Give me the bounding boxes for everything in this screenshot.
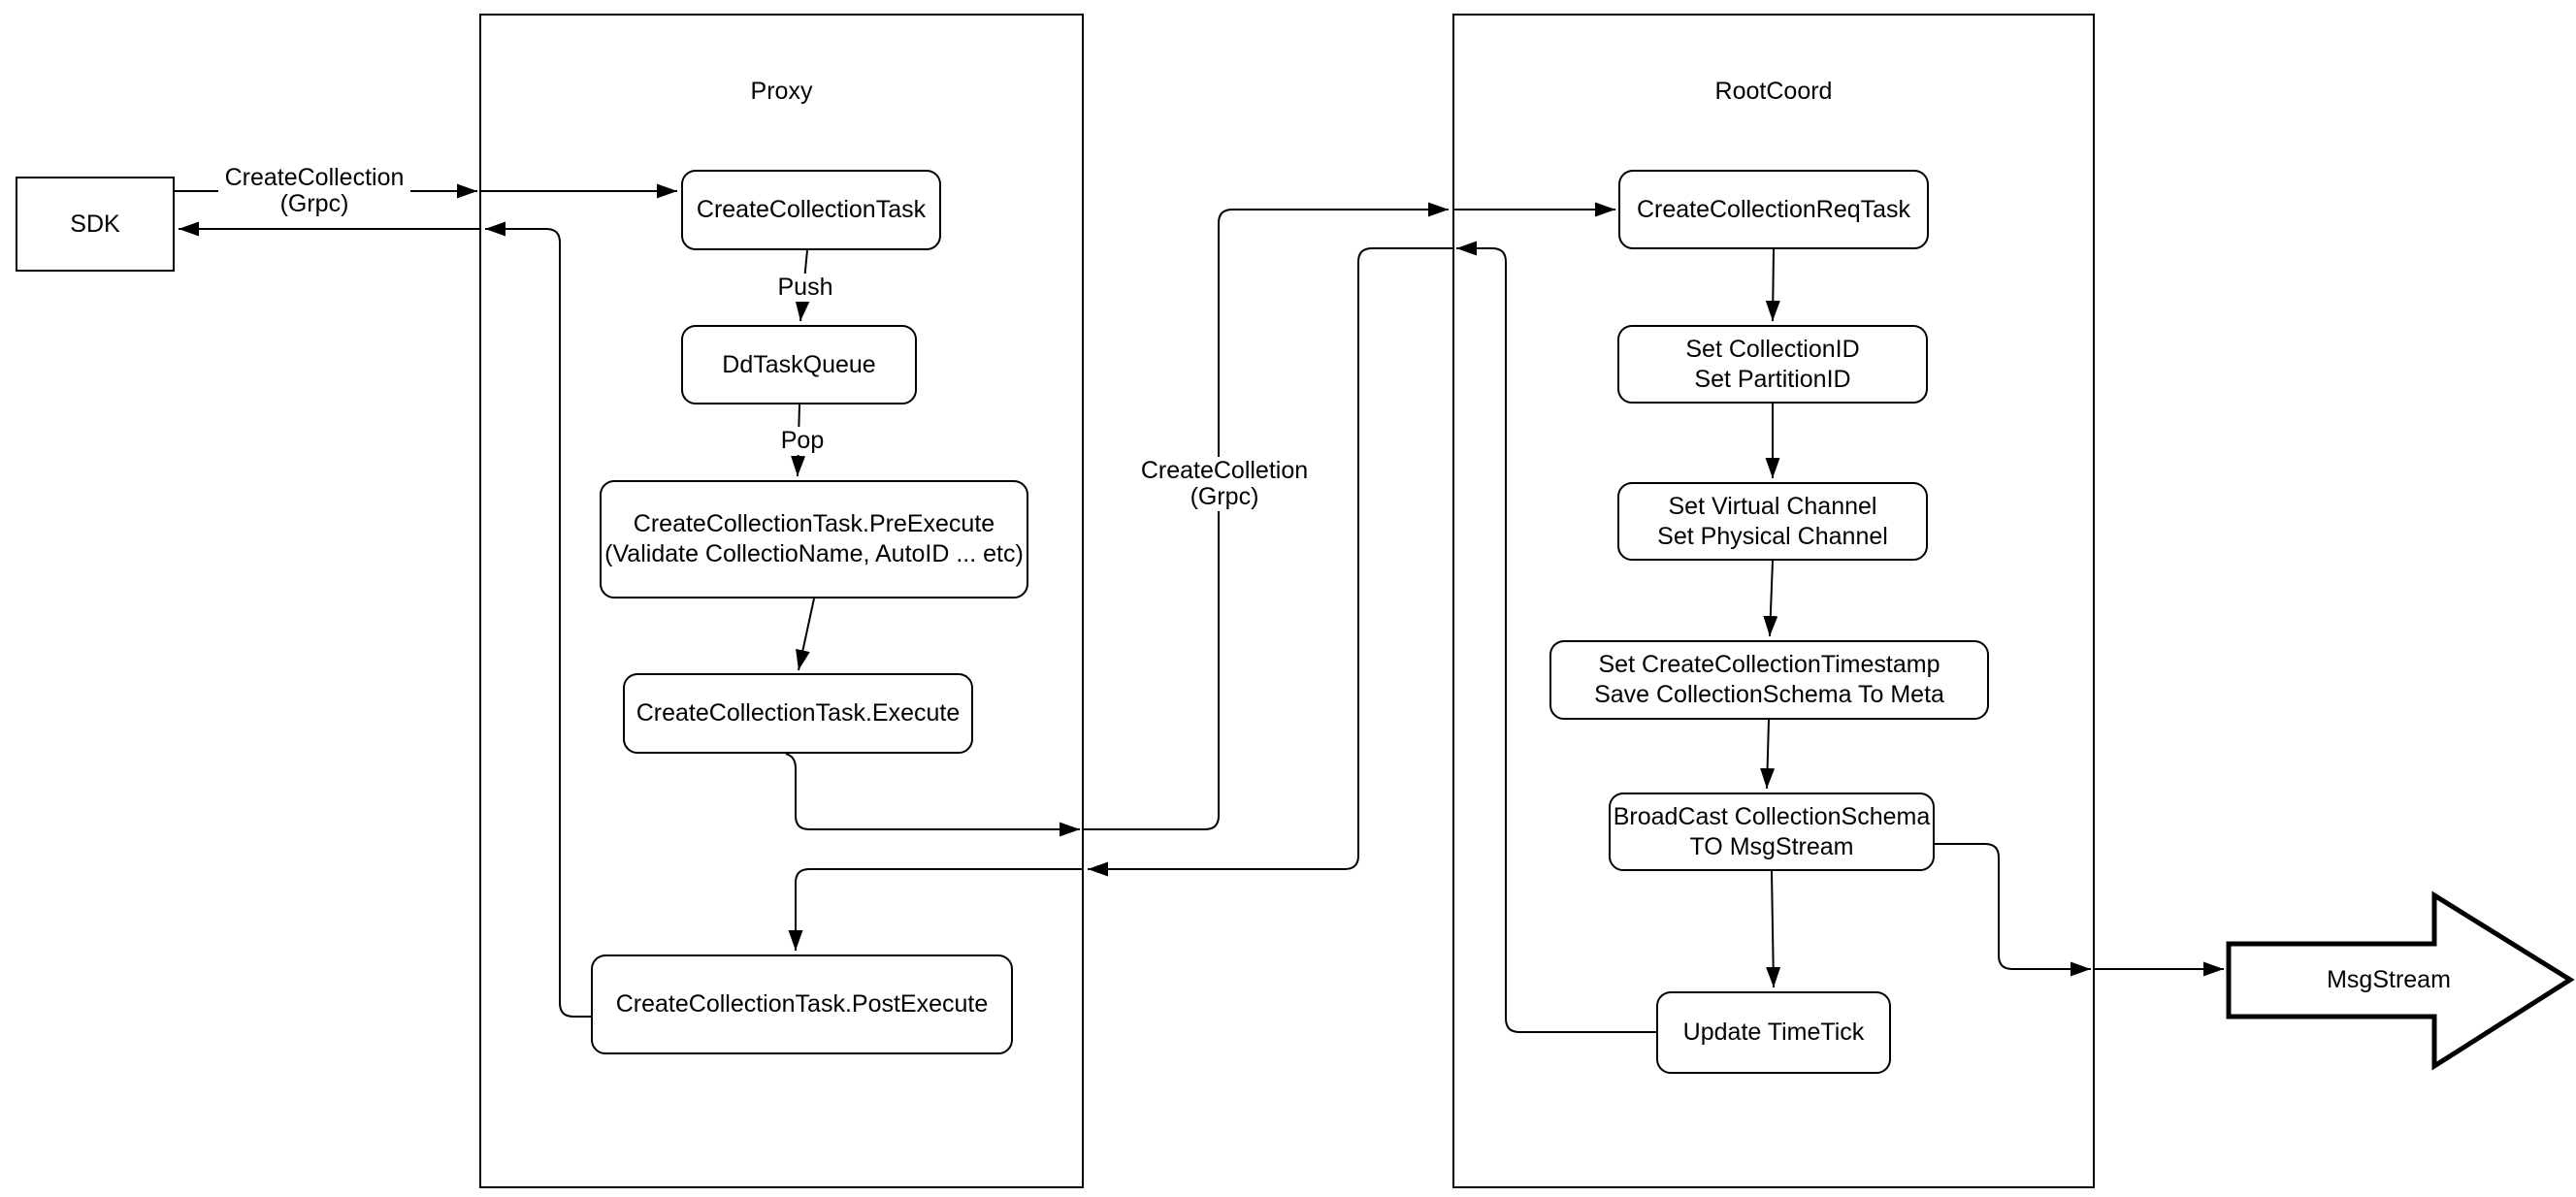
node-set-ids: Set CollectionID Set PartitionID (1617, 325, 1928, 404)
node-update-timetick: Update TimeTick (1656, 991, 1891, 1074)
node-sdk: SDK (16, 177, 175, 272)
edge-reqtask-to-setids (1765, 248, 1780, 322)
node-broadcast: BroadCast CollectionSchema TO MsgStream (1609, 793, 1935, 871)
label-push: Push (763, 274, 848, 302)
node-set-channels: Set Virtual Channel Set Physical Channel (1617, 482, 1928, 561)
node-set-timestamp: Set CreateCollectionTimestamp Save Colle… (1549, 640, 1989, 720)
proxy-title: Proxy (750, 78, 813, 105)
edge-grpc-request (1084, 202, 1449, 830)
edge-broadcast-to-border (1935, 843, 2091, 977)
edge-channels-to-timestamp (1763, 560, 1778, 637)
label-grpc-call-2: CreateColletion (Grpc) (1124, 457, 1325, 511)
label-pop: Pop (765, 427, 840, 455)
rootcoord-container: RootCoord (1452, 14, 2095, 1188)
node-execute: CreateCollectionTask.Execute (623, 673, 973, 754)
proxy-container: Proxy (479, 14, 1084, 1188)
rootcoord-title: RootCoord (1714, 78, 1833, 105)
msgstream-arrow-shape (2226, 890, 2575, 1071)
edge-preexecute-to-execute (796, 598, 815, 671)
edge-grpc-response (1088, 247, 1452, 877)
edge-broadcast-to-timetick (1766, 870, 1781, 988)
edge-timestamp-to-broadcast (1760, 719, 1776, 790)
label-grpc-call: CreateCollection (Grpc) (218, 164, 410, 218)
edge-postexecute-to-border (485, 221, 591, 1018)
edge-border-to-postexecute (788, 868, 1084, 951)
edge-execute-to-border (785, 753, 1080, 837)
node-dd-task-queue: DdTaskQueue (681, 325, 917, 404)
node-req-task: CreateCollectionReqTask (1618, 170, 1929, 249)
node-create-collection-task: CreateCollectionTask (681, 170, 941, 250)
node-pre-execute: CreateCollectionTask.PreExecute (Validat… (600, 480, 1028, 598)
edge-timetick-to-border (1456, 241, 1656, 1033)
node-post-execute: CreateCollectionTask.PostExecute (591, 954, 1013, 1054)
msgstream-label: MsgStream (2327, 966, 2451, 993)
